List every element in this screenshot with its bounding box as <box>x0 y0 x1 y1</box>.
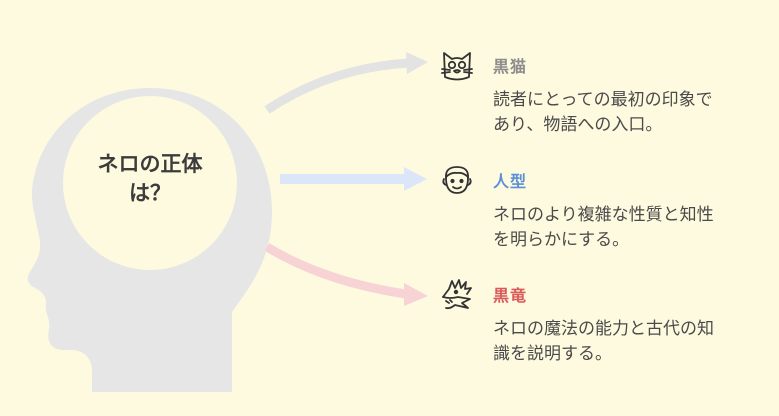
center-title-line2: は？ <box>129 181 171 205</box>
desc-line: を明らかにする。 <box>493 230 630 250</box>
arrow-head-human-form <box>404 167 427 191</box>
branch-heading-human-form: 人型 <box>493 172 528 191</box>
arrow-to-black-dragon <box>264 243 407 299</box>
desc-line: ネロの魔法の能力と古代の知 <box>493 319 714 339</box>
branch-desc-black-cat: 読者にとっての最初の印象で あり、物語への入口。 <box>493 88 763 138</box>
branch-heading-black-dragon: 黒竜 <box>493 286 528 305</box>
desc-line: あり、物語への入口。 <box>493 115 663 135</box>
arrow-to-human-form <box>280 174 404 184</box>
cat-face-icon <box>441 52 473 81</box>
desc-line: 識を説明する。 <box>493 344 612 364</box>
arrow-head-black-cat <box>406 52 428 74</box>
desc-line: ネロのより複雑な性質と知性 <box>493 205 714 225</box>
thought-circle <box>63 96 237 270</box>
center-title: ネロの正体 は？ <box>64 150 236 208</box>
arrow-to-black-cat <box>264 58 409 114</box>
branch-heading-black-cat: 黒猫 <box>493 57 528 76</box>
branch-desc-human-form: ネロのより複雑な性質と知性 を明らかにする。 <box>493 203 763 253</box>
arrow-head-black-dragon <box>404 283 428 306</box>
center-title-line1: ネロの正体 <box>97 152 203 176</box>
desc-line: 読者にとっての最初の印象で <box>493 90 713 110</box>
dragon-head-icon <box>442 279 472 310</box>
human-face-icon <box>442 166 472 194</box>
branch-desc-black-dragon: ネロの魔法の能力と古代の知 識を説明する。 <box>493 317 763 367</box>
